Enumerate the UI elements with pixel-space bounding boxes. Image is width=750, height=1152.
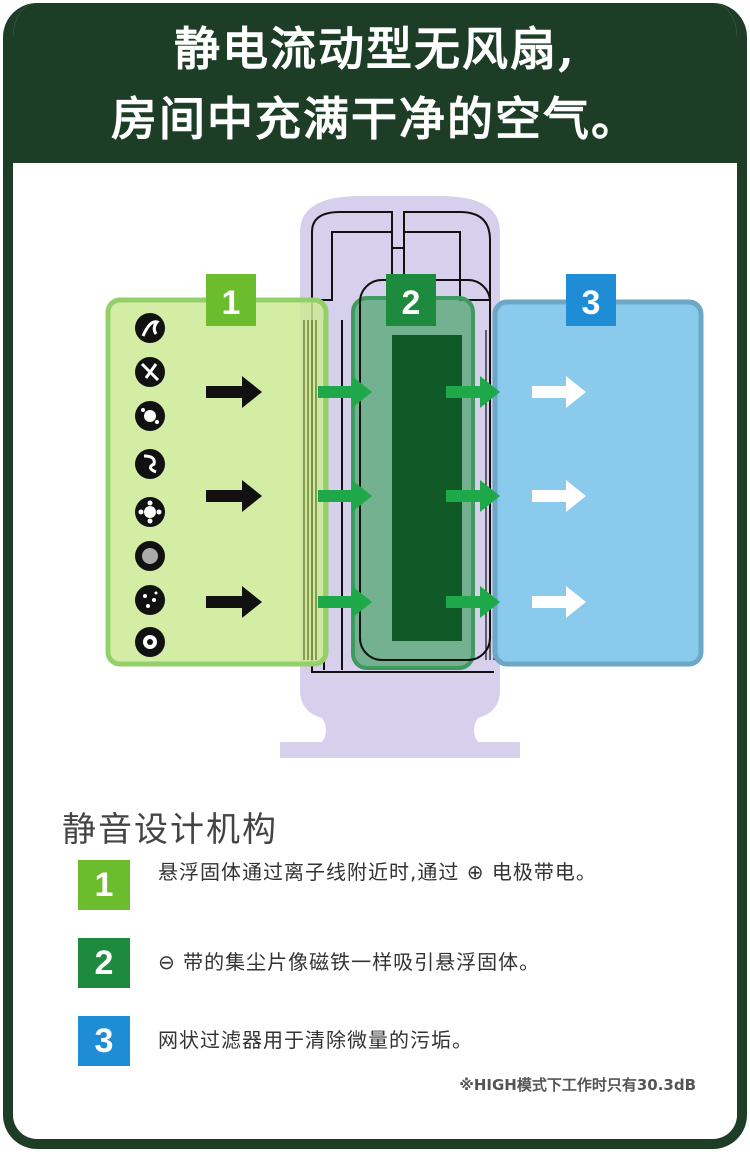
title-line-2: 房间中充满干净的空气。 (111, 92, 639, 146)
air-purifier-diagram: 1 2 3 (105, 196, 704, 758)
airflow-arrows-clean (532, 376, 586, 618)
mechanism-text-3: 网状过滤器用于清除微量的污垢。 (158, 1028, 473, 1052)
airflow-arrows-in (206, 376, 262, 618)
stage2-label-text: 2 (402, 284, 421, 322)
mechanism-text-1: 悬浮固体通过离子线附近时,通过 ⊕ 电极带电。 (158, 860, 597, 884)
stage2-label: 2 (386, 274, 436, 326)
mechanism-title: 静音设计机构 (62, 810, 278, 850)
stage3-label: 3 (566, 274, 616, 326)
header-banner: 静电流动型无风扇, 房间中充满干净的空气。 (13, 3, 737, 163)
pollen-icon (135, 357, 165, 387)
stage3-label-text: 3 (582, 284, 601, 322)
stage3-zone (492, 299, 704, 667)
mechanism-text-2: ⊖ 带的集尘片像磁铁一样吸引悬浮固体。 (158, 950, 541, 974)
title-line-1: 静电流动型无风扇, (173, 22, 576, 76)
mechanism-badge-3: 3 (78, 1016, 130, 1066)
flower-pollen-icon (135, 497, 165, 527)
stage1-label: 1 (206, 274, 256, 326)
stage1-label-text: 1 (222, 284, 241, 322)
mold-icon (135, 401, 165, 431)
ion-wire-mesh (303, 320, 317, 660)
noise-level-note: ※HIGH模式下工作时只有30.3dB (459, 1076, 696, 1094)
bacteria-icon (135, 585, 165, 615)
airflow-arrows-charged (318, 376, 500, 618)
pollutant-icons (135, 313, 165, 657)
mechanism-badge-1: 1 (78, 860, 130, 910)
collector-plate (392, 335, 462, 641)
dust-icon (135, 541, 165, 571)
pet-hair-icon (135, 313, 165, 343)
mechanism-badge-2: 2 (78, 938, 130, 988)
tick-icon (135, 449, 165, 479)
virus-icon (135, 627, 165, 657)
